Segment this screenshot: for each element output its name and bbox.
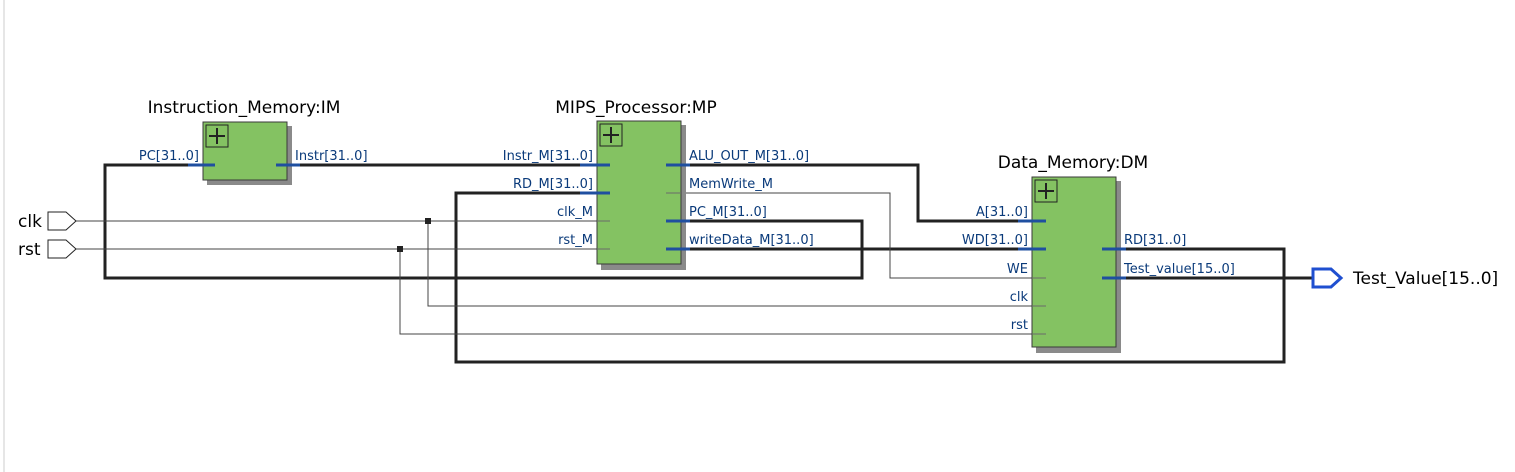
expand-icon[interactable]: [205, 124, 229, 148]
im-port-instr: Instr[31..0]: [295, 149, 368, 164]
dm-port-rst: rst: [1011, 318, 1028, 333]
dm-port-rd: RD[31..0]: [1124, 233, 1186, 248]
wire-rst-dm: [399, 249, 1044, 335]
input-clk-label: clk: [18, 212, 42, 232]
wires: [76, 163, 1312, 364]
clk-junction: [425, 218, 431, 224]
input-pin-rst[interactable]: rst: [18, 239, 77, 260]
im-port-pc: PC[31..0]: [139, 149, 199, 164]
rst-junction: [397, 246, 403, 252]
mp-title: MIPS_Processor:MP: [555, 98, 716, 118]
mp-port-instr: Instr_M[31..0]: [503, 149, 593, 164]
dm-port-wd: WD[31..0]: [962, 233, 1028, 248]
output-test-value-label: Test_Value[15..0]: [1352, 269, 1498, 289]
dm-port-clk: clk: [1010, 290, 1029, 305]
im-title: Instruction_Memory:IM: [148, 98, 341, 118]
output-pin-icon: [1311, 267, 1344, 289]
mp-port-alu: ALU_OUT_M[31..0]: [689, 149, 809, 164]
mp-port-memwrite: MemWrite_M: [689, 177, 773, 192]
expand-icon[interactable]: [1034, 179, 1058, 203]
mp-port-rst: rst_M: [558, 233, 593, 248]
mp-port-rd: RD_M[31..0]: [513, 177, 593, 192]
block-data-memory[interactable]: Data_Memory:DM A[31..0] WD[31..0] WE clk…: [962, 153, 1235, 353]
wire-rd-bus: [454, 191, 1286, 364]
output-pin-test-value[interactable]: Test_Value[15..0]: [1311, 267, 1498, 289]
dm-body: [1031, 176, 1117, 348]
block-mips-processor[interactable]: MIPS_Processor:MP Instr_M[31..0] RD_M[31…: [503, 98, 814, 270]
wire-memwrite: [668, 192, 1044, 279]
mp-port-clk: clk_M: [557, 205, 593, 220]
input-pin-icon: [47, 211, 77, 231]
expand-icon[interactable]: [599, 123, 623, 147]
mp-port-pc: PC_M[31..0]: [689, 205, 767, 220]
dm-port-test: Test_value[15..0]: [1123, 262, 1235, 277]
block-instruction-memory[interactable]: Instruction_Memory:IM PC[31..0] Instr[31…: [139, 98, 368, 185]
wire-alu-bus: [668, 163, 1044, 223]
input-pin-icon: [47, 239, 77, 259]
dm-port-we: WE: [1007, 262, 1028, 277]
dm-port-a: A[31..0]: [976, 205, 1028, 220]
input-pin-clk[interactable]: clk: [18, 211, 77, 232]
dm-title: Data_Memory:DM: [998, 153, 1148, 173]
input-rst-label: rst: [18, 240, 41, 260]
mp-port-writedata: writeData_M[31..0]: [689, 233, 814, 248]
wire-pc-bus: [103, 163, 864, 280]
